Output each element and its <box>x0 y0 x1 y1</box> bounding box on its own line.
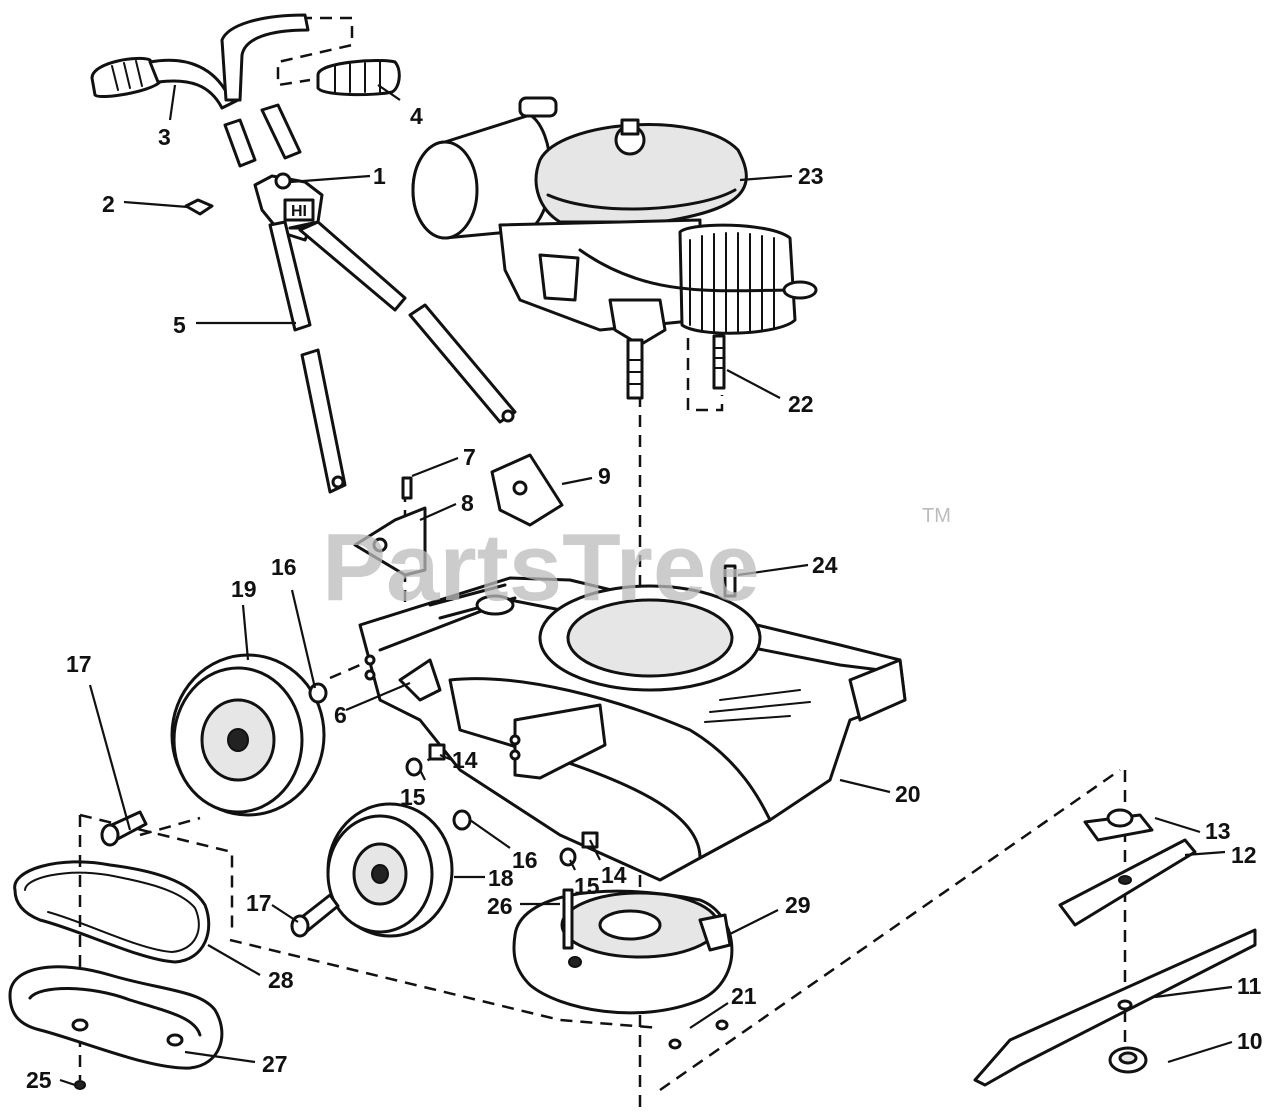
callout-1: 1 <box>373 163 386 189</box>
callout-20: 20 <box>895 781 921 807</box>
callout-13: 13 <box>1205 818 1231 844</box>
callout-2: 2 <box>102 191 115 217</box>
callout-21: 21 <box>731 983 757 1009</box>
callout-14a: 14 <box>452 747 478 773</box>
belt-guard-27 <box>8 965 224 1090</box>
callout-18: 18 <box>488 865 514 891</box>
callout-labels: 1 2 3 4 5 6 7 8 9 10 11 12 13 14 14 15 1… <box>26 103 1263 1093</box>
callout-6: 6 <box>334 702 347 728</box>
callout-16b: 16 <box>512 847 538 873</box>
callout-11: 11 <box>1237 973 1262 999</box>
callout-5: 5 <box>173 312 186 338</box>
callout-24: 24 <box>812 552 838 578</box>
callout-27: 27 <box>262 1051 288 1077</box>
brackets <box>353 453 737 598</box>
partstree-watermark: PartsTree <box>322 514 760 621</box>
blade-adapter-plate <box>512 888 734 1050</box>
callout-15a: 15 <box>400 784 426 810</box>
callout-4: 4 <box>410 103 423 129</box>
engine <box>411 96 818 400</box>
callout-19: 19 <box>231 576 257 602</box>
callout-22: 22 <box>788 391 814 417</box>
callout-14b: 14 <box>601 862 627 888</box>
callout-17a: 17 <box>66 651 92 677</box>
trademark-symbol: TM <box>922 505 951 527</box>
handle-hi-stamp: HI <box>291 203 307 220</box>
handle-assembly: HI <box>90 13 517 494</box>
callout-15b: 15 <box>574 873 600 899</box>
callout-28: 28 <box>268 967 294 993</box>
callout-10: 10 <box>1237 1028 1263 1054</box>
blade-parts <box>973 808 1257 1087</box>
belt-28 <box>13 860 211 964</box>
callout-7: 7 <box>463 444 476 470</box>
callout-3: 3 <box>158 124 171 150</box>
callout-16a: 16 <box>271 554 297 580</box>
mower-deck <box>358 576 907 882</box>
front-wheel-18 <box>326 802 454 938</box>
callout-12: 12 <box>1231 842 1257 868</box>
callout-23: 23 <box>798 163 824 189</box>
rear-wheel-19 <box>170 653 326 817</box>
callout-9: 9 <box>598 463 611 489</box>
callout-25: 25 <box>26 1067 52 1093</box>
callout-29: 29 <box>785 892 811 918</box>
callout-8: 8 <box>461 490 474 516</box>
washers-and-nuts <box>308 682 599 867</box>
leader-lines <box>59 84 1233 1087</box>
callout-17b: 17 <box>246 890 272 916</box>
axle-bolts <box>100 810 340 938</box>
callout-26: 26 <box>487 893 513 919</box>
